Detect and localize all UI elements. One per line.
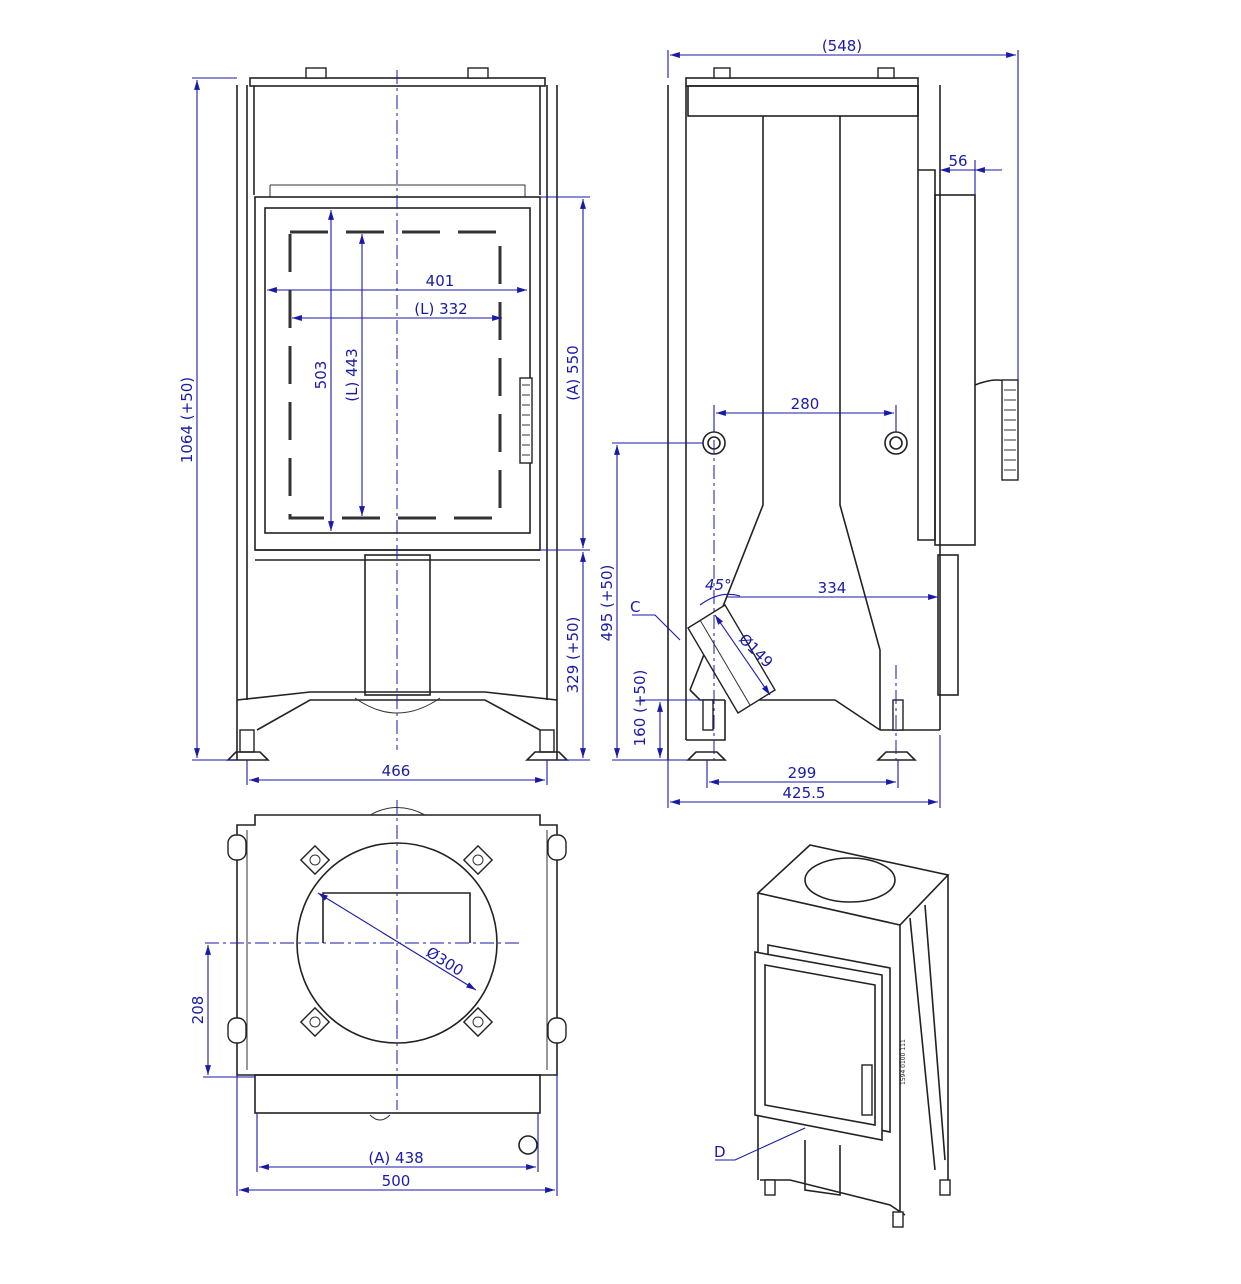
dim-door-height-a: (A) 550 <box>564 345 582 400</box>
dim-air-inlet-height: 160 (+50) <box>631 670 649 747</box>
dim-door-height: 503 <box>312 361 330 390</box>
dim-door-width-a: (A) 438 <box>368 1149 423 1167</box>
dim-door-width: 401 <box>426 272 455 290</box>
front-view: 1064 (+50) 401 (L) 332 503 (L) 443 (A) 5… <box>178 67 590 785</box>
dim-outlet-height: 495 (+50) <box>598 565 616 642</box>
label-d: D <box>714 1143 726 1161</box>
iso-plate-text: 1594 0100 111 <box>900 1039 907 1085</box>
dim-outlet-depth: 334 <box>818 579 847 597</box>
dim-base-height: 329 (+50) <box>564 617 582 694</box>
dim-angle: 45° <box>705 576 732 594</box>
dim-glass-width: (L) 332 <box>414 300 467 318</box>
label-c: C <box>630 598 640 616</box>
top-view: Ø300 208 (A) 438 500 <box>189 800 567 1196</box>
dim-bottom-width: 466 <box>382 762 411 780</box>
dim-total-height: 1064 (+50) <box>178 377 196 463</box>
side-view: (548) 56 280 45° 334 C Ø149 495 (+50) 16… <box>598 37 1019 808</box>
dim-handle-offset: 56 <box>948 152 967 170</box>
dim-outlet-spacing: 280 <box>791 395 820 413</box>
dim-glass-height: (L) 443 <box>343 348 361 401</box>
dim-feet-spacing: 299 <box>788 764 817 782</box>
dim-flue-diameter: Ø300 <box>423 943 467 980</box>
dim-total-depth: (548) <box>822 37 862 55</box>
dim-flue-offset: 208 <box>189 996 207 1025</box>
dim-total-width: 500 <box>382 1172 411 1190</box>
iso-view: 1594 0100 111 D <box>714 844 951 1228</box>
dim-base-depth: 425.5 <box>783 784 826 802</box>
